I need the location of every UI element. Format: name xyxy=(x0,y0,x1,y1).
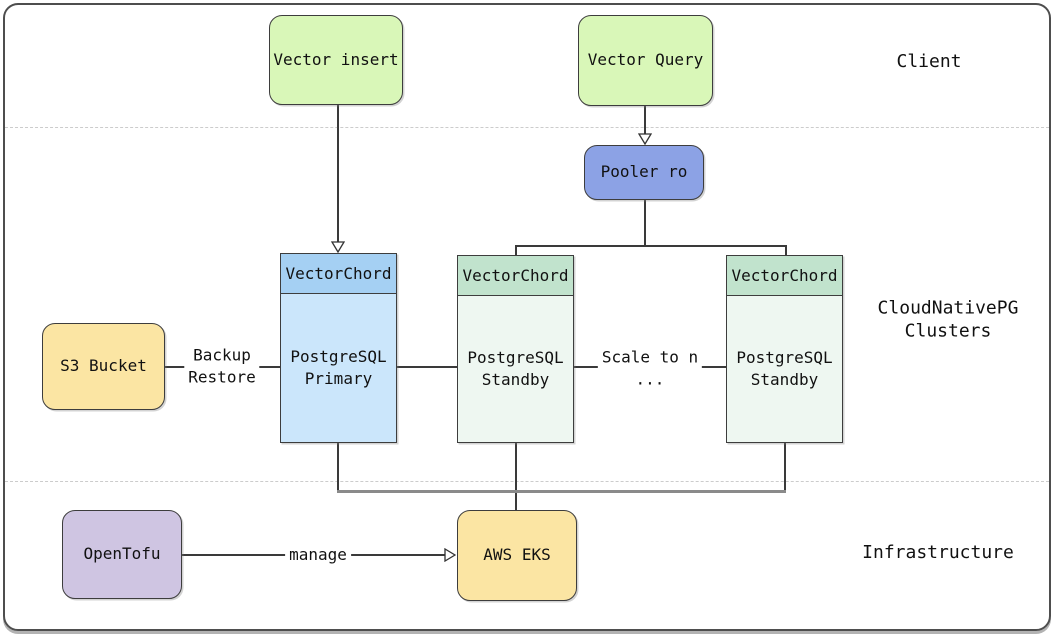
edge-pooler-to-standby1-line xyxy=(515,245,517,255)
edge-label-restore: Restore xyxy=(188,367,256,386)
edge-standby2-down-line xyxy=(784,443,786,492)
node-pooler-ro-label: Pooler ro xyxy=(600,162,688,182)
section-divider-clusters-infrastructure xyxy=(5,481,1049,482)
edge-primary-down-line xyxy=(337,443,339,492)
node-primary-header: VectorChord xyxy=(281,254,396,294)
open-arrowhead-down-icon xyxy=(638,133,652,145)
edge-primary-to-standby1-line xyxy=(397,366,457,368)
node-standby1-body: PostgreSQL Standby xyxy=(458,296,573,442)
node-vector-query-label: Vector Query xyxy=(587,50,704,70)
node-aws-eks-label: AWS EKS xyxy=(483,545,551,565)
section-label-clusters-line2: Clusters xyxy=(904,320,992,341)
edge-label-scale-to-n: Scale to n... xyxy=(597,346,703,390)
edge-cluster-bus-line xyxy=(337,490,786,493)
edge-query-to-pooler-line xyxy=(644,106,646,134)
open-arrowhead-right-icon xyxy=(444,548,456,562)
node-vector-insert: Vector insert xyxy=(269,15,403,105)
node-standby2-body-line2: Standby xyxy=(750,370,819,389)
edge-label-scale-line2: ... xyxy=(635,369,665,388)
section-label-clusters-line1: CloudNativePG xyxy=(877,297,1019,319)
node-primary-body-line1: PostgreSQL xyxy=(290,347,387,367)
edge-pooler-stem-line xyxy=(644,200,646,246)
edge-standby1-to-eks-line xyxy=(515,443,517,510)
node-opentofu: OpenTofu xyxy=(62,510,182,599)
edge-insert-to-primary-line xyxy=(337,105,339,242)
node-vector-query: Vector Query xyxy=(578,15,713,106)
node-primary-body-line2: Primary xyxy=(304,369,373,388)
node-primary-body: PostgreSQL Primary xyxy=(281,294,396,442)
edge-label-scale-line1: Scale to n xyxy=(601,347,699,367)
node-s3-bucket: S3 Bucket xyxy=(42,323,165,410)
edge-label-backup: Backup xyxy=(193,345,251,365)
node-opentofu-label: OpenTofu xyxy=(83,544,161,564)
node-postgresql-standby-1: VectorChord PostgreSQL Standby xyxy=(457,255,574,443)
node-standby1-body-line1: PostgreSQL xyxy=(467,348,564,368)
section-label-client: Client xyxy=(896,50,962,72)
edge-pooler-to-standby2-line xyxy=(785,245,787,255)
node-standby2-body-line1: PostgreSQL xyxy=(736,348,833,368)
open-arrowhead-down-icon xyxy=(331,241,345,253)
node-aws-eks: AWS EKS xyxy=(457,510,577,601)
node-standby1-header: VectorChord xyxy=(458,256,573,296)
edge-pooler-branch-line xyxy=(515,245,786,247)
node-postgresql-primary: VectorChord PostgreSQL Primary xyxy=(280,253,397,443)
edge-label-manage: manage xyxy=(285,544,351,566)
node-vector-insert-label: Vector insert xyxy=(273,49,399,69)
node-pooler-ro: Pooler ro xyxy=(584,145,704,200)
node-standby2-body: PostgreSQL Standby xyxy=(727,296,842,442)
node-standby2-header: VectorChord xyxy=(727,256,842,296)
section-label-infrastructure: Infrastructure xyxy=(862,541,1014,563)
section-divider-client-clusters xyxy=(5,127,1049,128)
node-s3-bucket-label: S3 Bucket xyxy=(60,356,147,376)
node-standby1-body-line2: Standby xyxy=(481,370,550,389)
node-postgresql-standby-2: VectorChord PostgreSQL Standby xyxy=(726,255,843,443)
